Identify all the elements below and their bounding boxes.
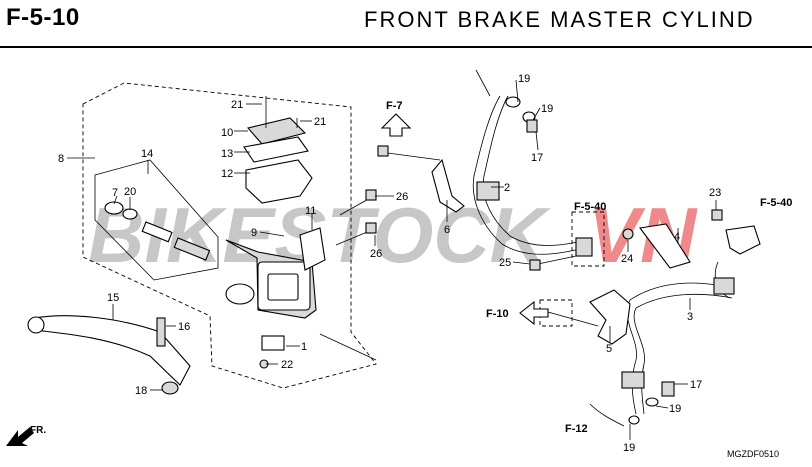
callout-15: 15 [107, 292, 119, 304]
ref-f10: F-10 [486, 308, 509, 320]
callout-19-bottom-right: 19 [669, 403, 681, 415]
callout-8: 8 [58, 153, 64, 165]
callout-26-bottom: 26 [370, 248, 382, 260]
title-rule [0, 46, 812, 48]
callout-16: 16 [178, 321, 190, 333]
callout-3: 3 [687, 311, 693, 323]
leader-lines [67, 79, 717, 440]
callout-1: 1 [301, 341, 307, 353]
hose-bracket [377, 145, 465, 213]
callout-21-right: 21 [314, 116, 326, 128]
ref-f5-40-left: F-5-40 [574, 201, 606, 213]
lower-brake-hose [621, 209, 761, 415]
ref-f12: F-12 [565, 423, 588, 435]
callout-14: 14 [141, 148, 153, 160]
callout-5: 5 [606, 343, 612, 355]
callout-24: 24 [621, 253, 633, 265]
callout-17-bottom: 17 [690, 379, 702, 391]
callout-11: 11 [305, 205, 316, 217]
callout-12: 12 [221, 168, 233, 180]
ref-f7: F-7 [386, 100, 403, 112]
callout-17-top: 17 [531, 152, 543, 164]
callout-2: 2 [504, 182, 510, 194]
piston-parts [104, 201, 211, 261]
callout-9: 9 [251, 227, 257, 239]
callouts: 1 2 3 4 5 6 7 8 9 10 11 12 13 14 15 16 1… [58, 73, 721, 454]
callout-26-top: 26 [396, 191, 408, 203]
watermark: BIKESTOCK VN [88, 191, 698, 279]
diagram-code: MGZDF0510 [727, 449, 779, 459]
callout-22: 22 [281, 359, 293, 371]
brake-lever [27, 315, 191, 395]
hose-joint [529, 211, 605, 271]
ref-f5-40-right: F-5-40 [760, 197, 792, 209]
reservoir-cap-group [243, 96, 313, 204]
hose-clamp [622, 223, 691, 269]
f10-arrow [519, 300, 549, 326]
callout-6: 6 [444, 224, 450, 236]
callout-7: 7 [112, 187, 118, 199]
bottom-joint [589, 381, 675, 427]
fr-label: FR. [30, 425, 46, 436]
fr-arrow: FR. [6, 425, 46, 446]
page-code: F-5-10 [6, 4, 80, 31]
switch-bracket [299, 227, 326, 271]
reference-labels: F-7 F-5-40 F-5-40 F-10 F-12 [386, 100, 792, 435]
switch-parts [259, 335, 285, 369]
f7-arrow [380, 113, 412, 137]
callout-20: 20 [124, 186, 136, 198]
callout-10: 10 [221, 127, 233, 139]
callout-4: 4 [674, 231, 680, 243]
callout-19-bottom: 19 [623, 442, 635, 454]
callout-19-mid: 19 [541, 103, 553, 115]
callout-21-left: 21 [231, 99, 243, 111]
callout-19-top: 19 [518, 73, 530, 85]
lower-bracket [539, 289, 631, 345]
master-cylinder-body [225, 239, 377, 361]
callout-23: 23 [709, 187, 721, 199]
page-title: FRONT BRAKE MASTER CYLIND [364, 7, 755, 32]
bolts-26 [335, 189, 377, 246]
callout-25: 25 [499, 257, 511, 269]
upper-brake-hose [472, 69, 587, 255]
callout-18: 18 [135, 385, 147, 397]
piston-kit-outline [94, 159, 219, 281]
callout-13: 13 [221, 148, 233, 160]
